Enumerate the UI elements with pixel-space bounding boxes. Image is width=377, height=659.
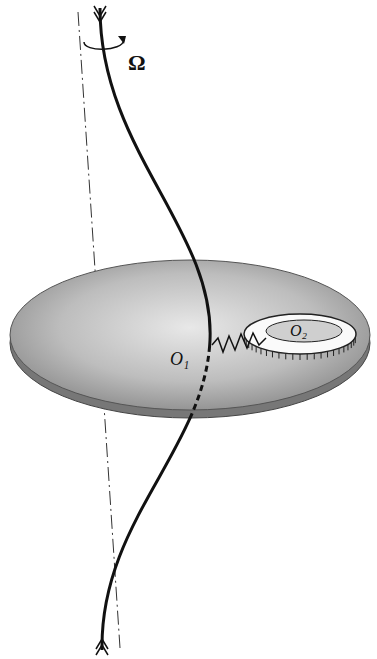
- shaft-end: [96, 639, 108, 655]
- hatch-tick: [285, 353, 286, 359]
- hatch-tick: [339, 348, 340, 354]
- ring-mass: [244, 314, 356, 354]
- ring-hatch: [245, 337, 356, 360]
- point-label: O₁: [170, 350, 189, 368]
- arrow-head: [118, 36, 126, 44]
- hatch-tick: [272, 351, 273, 357]
- ring-hole: [266, 320, 342, 342]
- hatch-tick: [353, 340, 354, 346]
- hatch-tick: [314, 353, 315, 359]
- hatch-tick: [355, 337, 356, 343]
- hatch-tick: [300, 354, 301, 360]
- shaft-end: [94, 6, 106, 22]
- hatch-tick: [321, 353, 322, 359]
- hatch-tick: [343, 346, 344, 352]
- hatch-tick: [260, 348, 261, 354]
- hatch-tick: [256, 346, 257, 352]
- hatch-tick: [347, 344, 348, 350]
- hatch-tick: [252, 344, 253, 350]
- hatch-tick: [307, 354, 308, 360]
- disk: [10, 260, 370, 410]
- hatch-tick: [327, 351, 328, 357]
- hatch-tick: [351, 342, 352, 348]
- rotation-symbol: Ω: [128, 52, 146, 74]
- rotation-arrow: [84, 40, 124, 49]
- point-label: O₂: [290, 323, 307, 339]
- hatch-tick: [278, 353, 279, 359]
- hatch-tick: [292, 354, 293, 360]
- shaft: [100, 8, 210, 650]
- hatch-tick: [266, 350, 267, 356]
- spring: [212, 333, 266, 352]
- hatch-tick: [333, 350, 334, 356]
